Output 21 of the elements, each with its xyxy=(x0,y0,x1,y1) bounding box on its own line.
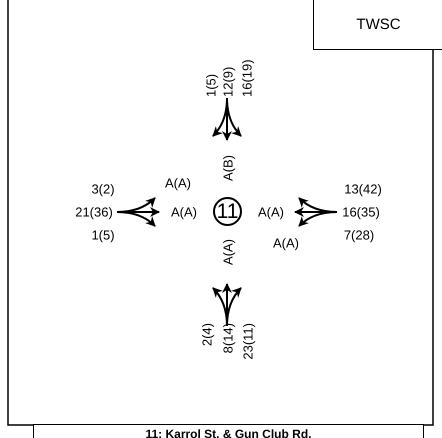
volume-label: 2(4) xyxy=(200,323,214,346)
volume-label: 23(11) xyxy=(240,323,256,360)
volume-label: 8(14) xyxy=(220,323,236,354)
level-of-service-label: A(A) xyxy=(171,204,197,220)
volume-label: 1(5) xyxy=(91,228,115,242)
control-type-box: TWSC xyxy=(313,0,442,50)
level-of-service-label: A(A) xyxy=(220,239,236,265)
volume-label: 1(5) xyxy=(204,74,218,97)
volume-label: 16(19) xyxy=(240,59,254,97)
level-of-service-label: A(A) xyxy=(258,204,284,220)
volume-label: 21(36) xyxy=(75,204,113,220)
level-of-service-label: A(A) xyxy=(273,236,299,250)
level-of-service-label: A(A) xyxy=(165,176,191,190)
intersection-number-circle: 11 xyxy=(213,197,242,226)
level-of-service-label: A(B) xyxy=(220,155,236,181)
volume-label: 12(9) xyxy=(220,66,236,97)
intersection-title-box: 11: Karrol St. & Gun Club Rd. xyxy=(33,424,424,438)
volume-label: 3(2) xyxy=(91,182,115,196)
volume-label: 16(35) xyxy=(342,204,380,220)
volume-label: 13(42) xyxy=(344,182,382,196)
volume-label: 7(28) xyxy=(344,228,374,242)
